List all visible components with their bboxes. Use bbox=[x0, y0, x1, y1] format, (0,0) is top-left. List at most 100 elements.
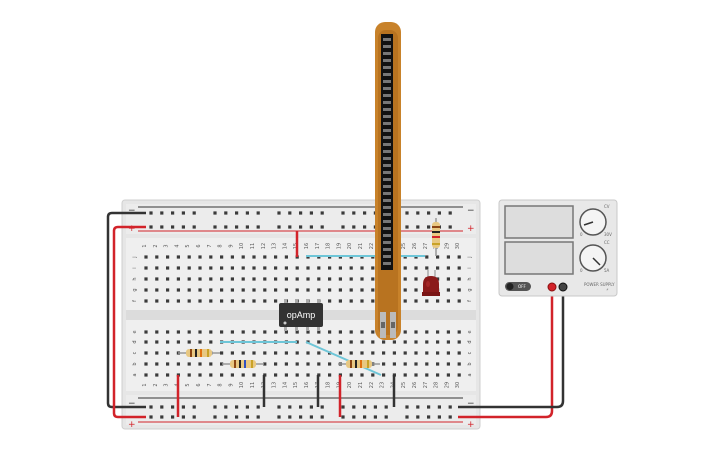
hole[interactable] bbox=[166, 330, 170, 334]
hole[interactable] bbox=[209, 266, 213, 270]
hole[interactable] bbox=[371, 288, 375, 292]
rail-hole[interactable] bbox=[309, 225, 313, 229]
hole[interactable] bbox=[328, 330, 332, 334]
hole[interactable] bbox=[263, 362, 267, 366]
hole[interactable] bbox=[274, 288, 278, 292]
rail-hole[interactable] bbox=[384, 405, 388, 409]
hole[interactable] bbox=[209, 277, 213, 281]
hole[interactable] bbox=[144, 266, 148, 270]
rail-hole[interactable] bbox=[448, 225, 452, 229]
hole[interactable] bbox=[446, 299, 450, 303]
hole[interactable] bbox=[338, 266, 342, 270]
hole[interactable] bbox=[176, 340, 180, 344]
hole[interactable] bbox=[414, 288, 418, 292]
rail-hole[interactable] bbox=[299, 211, 303, 215]
hole[interactable] bbox=[349, 330, 353, 334]
hole[interactable] bbox=[187, 330, 191, 334]
hole[interactable] bbox=[274, 277, 278, 281]
rail-hole[interactable] bbox=[309, 405, 313, 409]
rail-hole[interactable] bbox=[277, 415, 281, 419]
hole[interactable] bbox=[263, 299, 267, 303]
hole[interactable] bbox=[446, 277, 450, 281]
rail-hole[interactable] bbox=[245, 211, 249, 215]
hole[interactable] bbox=[349, 288, 353, 292]
rail-hole[interactable] bbox=[448, 415, 452, 419]
hole[interactable] bbox=[155, 351, 159, 355]
hole[interactable] bbox=[414, 266, 418, 270]
hole[interactable] bbox=[295, 266, 299, 270]
hole[interactable] bbox=[155, 373, 159, 377]
hole[interactable] bbox=[284, 351, 288, 355]
hole[interactable] bbox=[414, 277, 418, 281]
hole[interactable] bbox=[317, 362, 321, 366]
rail-hole[interactable] bbox=[416, 225, 420, 229]
hole[interactable] bbox=[371, 330, 375, 334]
hole[interactable] bbox=[176, 255, 180, 259]
hole[interactable] bbox=[176, 362, 180, 366]
rail-hole[interactable] bbox=[149, 415, 153, 419]
power-switch[interactable]: OFF bbox=[505, 282, 531, 291]
rail-hole[interactable] bbox=[299, 405, 303, 409]
hole[interactable] bbox=[446, 266, 450, 270]
hole[interactable] bbox=[425, 266, 429, 270]
hole[interactable] bbox=[166, 373, 170, 377]
hole[interactable] bbox=[252, 373, 256, 377]
rail-hole[interactable] bbox=[235, 405, 239, 409]
hole[interactable] bbox=[187, 288, 191, 292]
rail-hole[interactable] bbox=[181, 211, 185, 215]
rail-hole[interactable] bbox=[235, 211, 239, 215]
hole[interactable] bbox=[446, 373, 450, 377]
hole[interactable] bbox=[425, 330, 429, 334]
hole[interactable] bbox=[317, 351, 321, 355]
hole[interactable] bbox=[198, 330, 202, 334]
rail-hole[interactable] bbox=[352, 405, 356, 409]
hole[interactable] bbox=[317, 277, 321, 281]
hole[interactable] bbox=[198, 373, 202, 377]
hole[interactable] bbox=[436, 340, 440, 344]
hole[interactable] bbox=[166, 299, 170, 303]
hole[interactable] bbox=[328, 340, 332, 344]
hole[interactable] bbox=[360, 340, 364, 344]
hole[interactable] bbox=[349, 266, 353, 270]
flex-sensor[interactable] bbox=[375, 22, 401, 340]
hole[interactable] bbox=[252, 277, 256, 281]
hole[interactable] bbox=[274, 351, 278, 355]
hole[interactable] bbox=[360, 277, 364, 281]
rail-hole[interactable] bbox=[373, 405, 377, 409]
rail-hole[interactable] bbox=[224, 225, 228, 229]
hole[interactable] bbox=[425, 351, 429, 355]
hole[interactable] bbox=[187, 299, 191, 303]
hole[interactable] bbox=[209, 330, 213, 334]
hole[interactable] bbox=[382, 340, 386, 344]
hole[interactable] bbox=[263, 288, 267, 292]
rail-hole[interactable] bbox=[192, 225, 196, 229]
hole[interactable] bbox=[155, 288, 159, 292]
hole[interactable] bbox=[220, 288, 224, 292]
rail-hole[interactable] bbox=[384, 415, 388, 419]
hole[interactable] bbox=[328, 288, 332, 292]
hole[interactable] bbox=[284, 277, 288, 281]
hole[interactable] bbox=[295, 340, 299, 344]
hole[interactable] bbox=[349, 299, 353, 303]
rail-hole[interactable] bbox=[288, 211, 292, 215]
hole[interactable] bbox=[349, 277, 353, 281]
hole[interactable] bbox=[176, 299, 180, 303]
hole[interactable] bbox=[392, 351, 396, 355]
hole[interactable] bbox=[371, 340, 375, 344]
hole[interactable] bbox=[306, 362, 310, 366]
hole[interactable] bbox=[457, 299, 461, 303]
hole[interactable] bbox=[414, 330, 418, 334]
hole[interactable] bbox=[328, 362, 332, 366]
rail-hole[interactable] bbox=[320, 211, 324, 215]
hole[interactable] bbox=[198, 340, 202, 344]
rail-hole[interactable] bbox=[288, 405, 292, 409]
hole[interactable] bbox=[241, 266, 245, 270]
hole[interactable] bbox=[220, 362, 224, 366]
hole[interactable] bbox=[284, 266, 288, 270]
hole[interactable] bbox=[457, 373, 461, 377]
rail-hole[interactable] bbox=[320, 225, 324, 229]
hole[interactable] bbox=[144, 277, 148, 281]
hole[interactable] bbox=[220, 373, 224, 377]
hole[interactable] bbox=[295, 277, 299, 281]
hole[interactable] bbox=[457, 288, 461, 292]
